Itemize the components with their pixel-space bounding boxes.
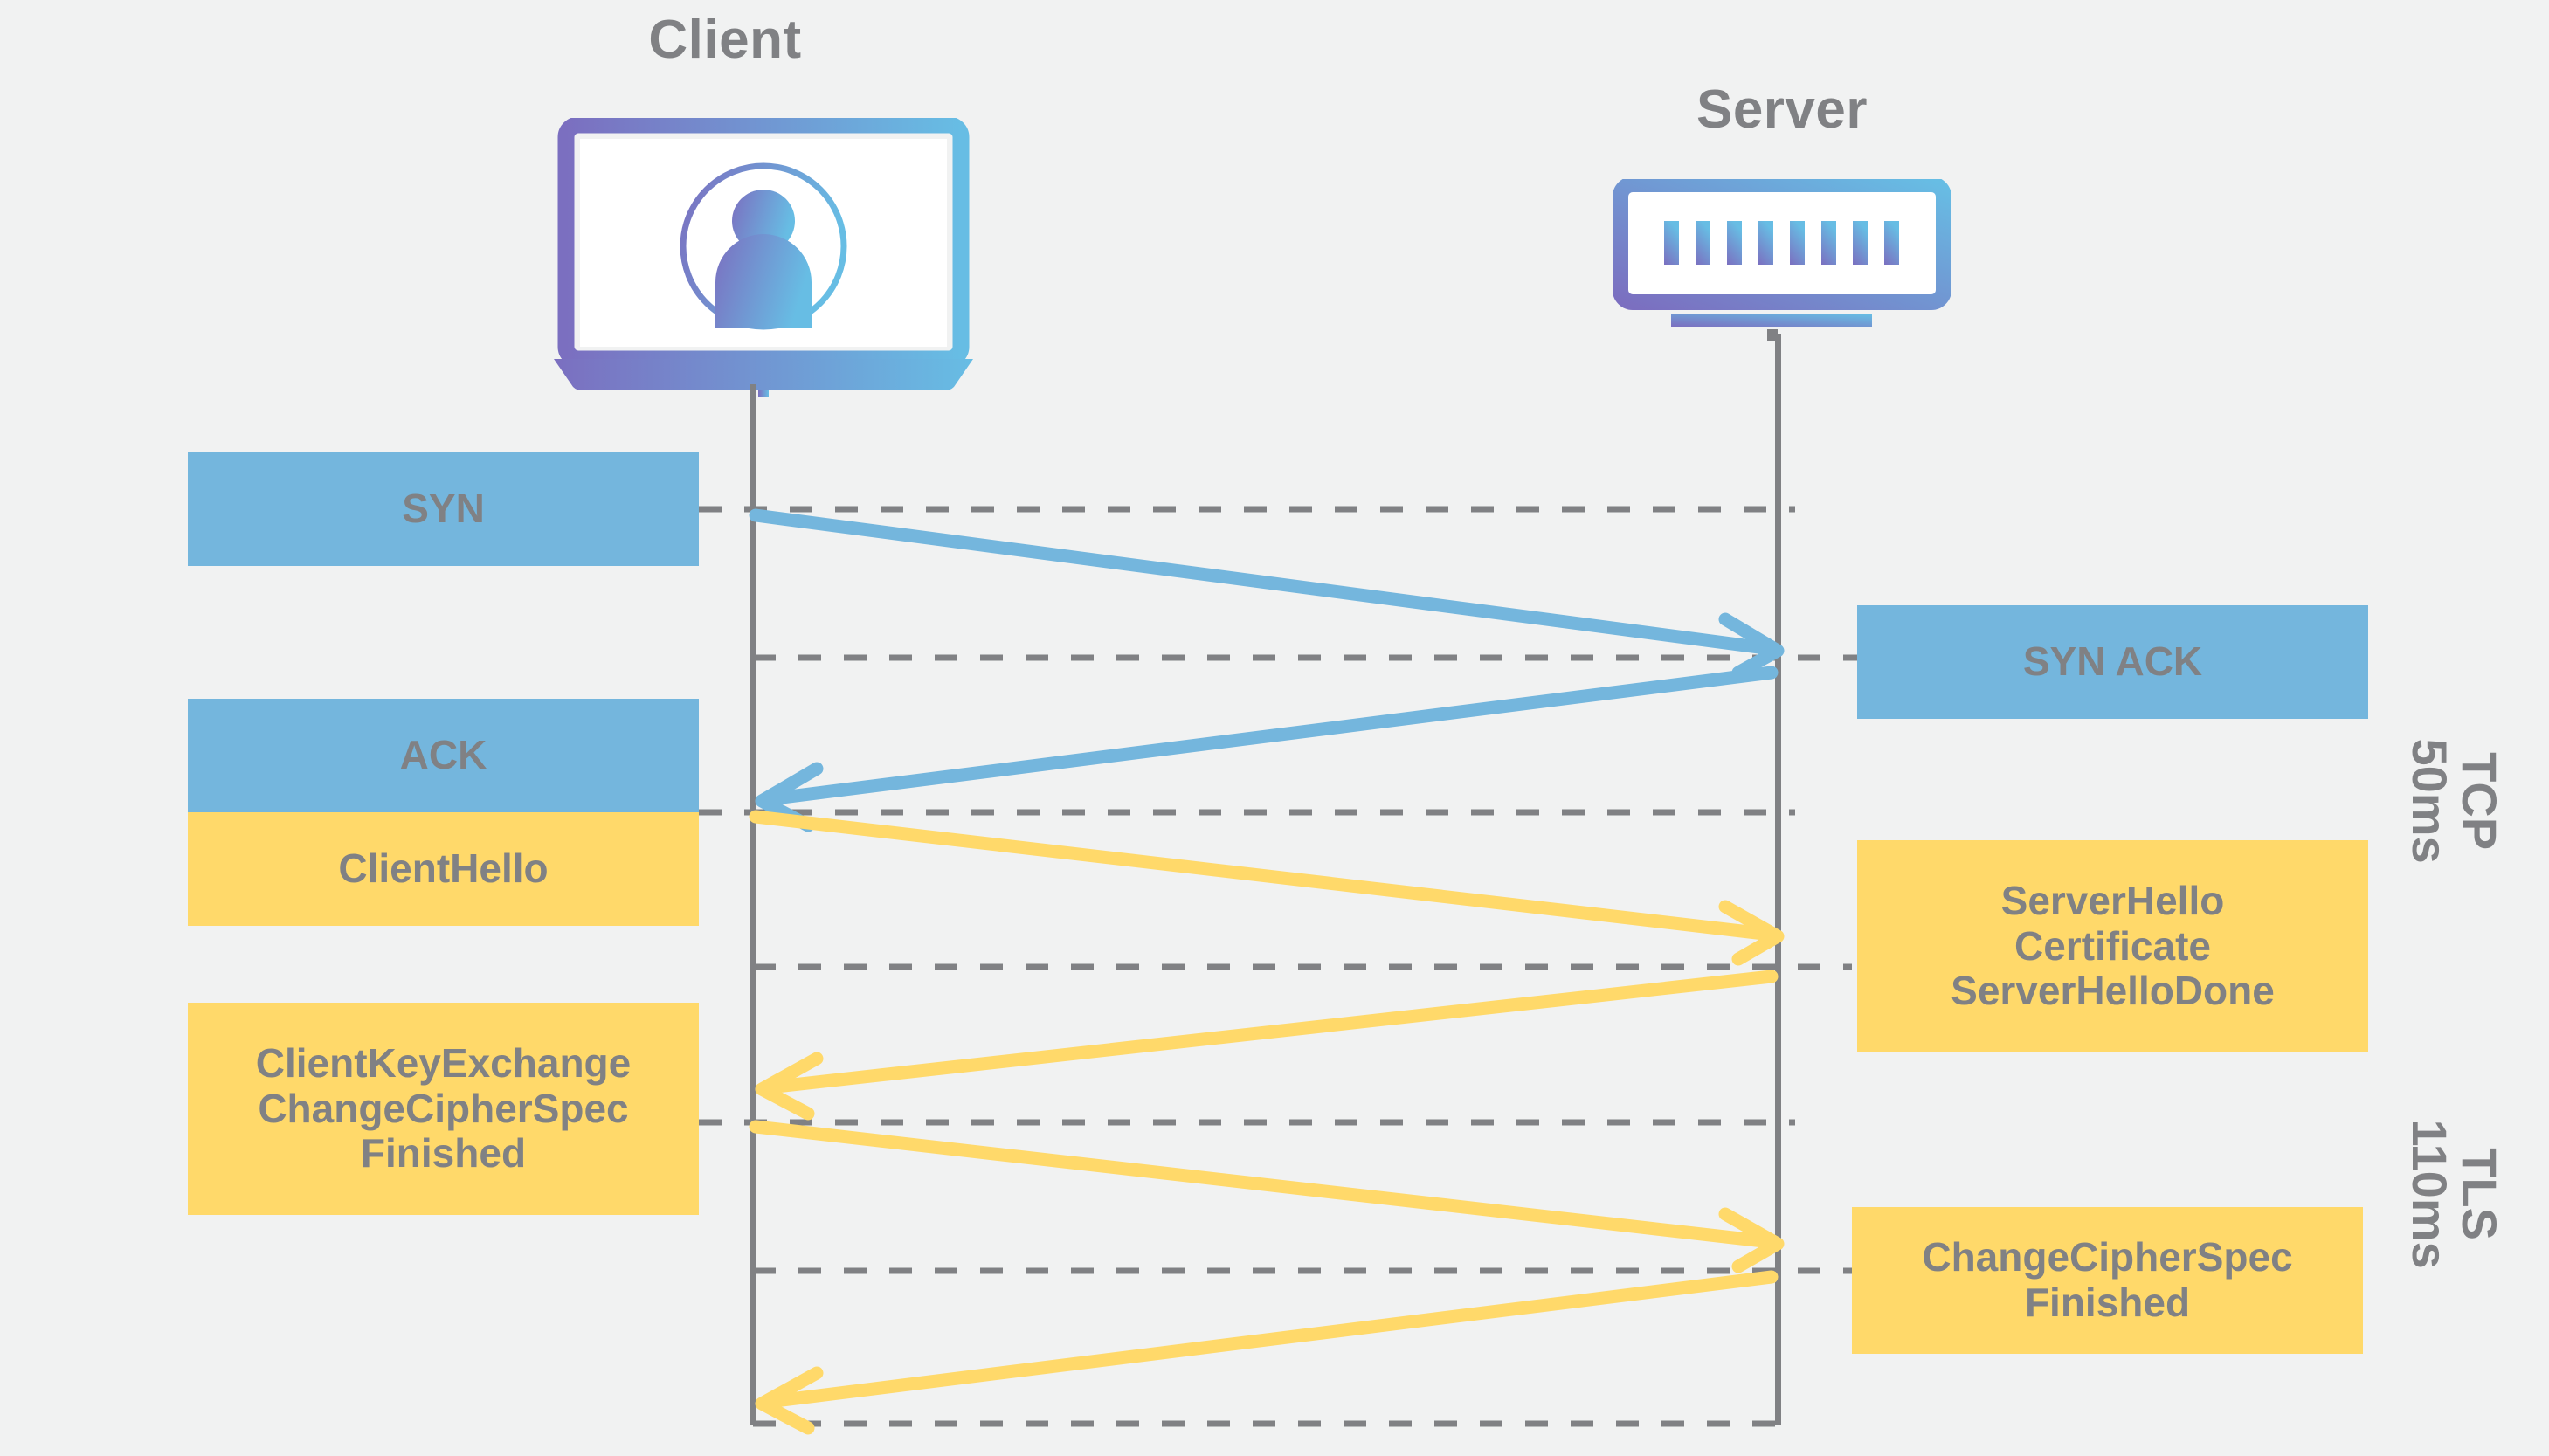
arrow-serverccs	[755, 1270, 1779, 1435]
arrow-synack	[755, 666, 1779, 832]
server-lifeline	[1775, 334, 1781, 1425]
phase-tls-protocol: TLS	[2452, 1148, 2508, 1240]
message-box-clienthello[interactable]: ClientHello	[188, 812, 699, 926]
phase-tcp-latency: 50ms	[2402, 738, 2457, 864]
client-lifeline	[750, 384, 756, 1425]
guide-lines	[699, 506, 1857, 1427]
phase-tcp-protocol: TCP	[2452, 752, 2508, 851]
arrow-clientkeyexchange	[749, 1120, 1785, 1273]
server-rack-icon	[1612, 176, 1952, 341]
server-title: Server	[1696, 79, 1869, 140]
message-box-synack[interactable]: SYN ACK	[1857, 605, 2368, 719]
arrow-serverhello	[755, 970, 1779, 1121]
arrow-clienthello	[749, 810, 1785, 966]
client-title: Client	[648, 10, 802, 70]
phase-tls-latency: 110ms	[2402, 1119, 2457, 1269]
phase-label-tcp: TCP 50ms	[2402, 696, 2508, 906]
laptop-user-icon	[554, 116, 973, 399]
message-box-ack[interactable]: ACK	[188, 699, 699, 812]
message-box-syn[interactable]: SYN	[188, 452, 699, 566]
phase-label-tls: TLS 110ms	[2402, 1089, 2508, 1299]
arrow-syn	[749, 508, 1785, 680]
